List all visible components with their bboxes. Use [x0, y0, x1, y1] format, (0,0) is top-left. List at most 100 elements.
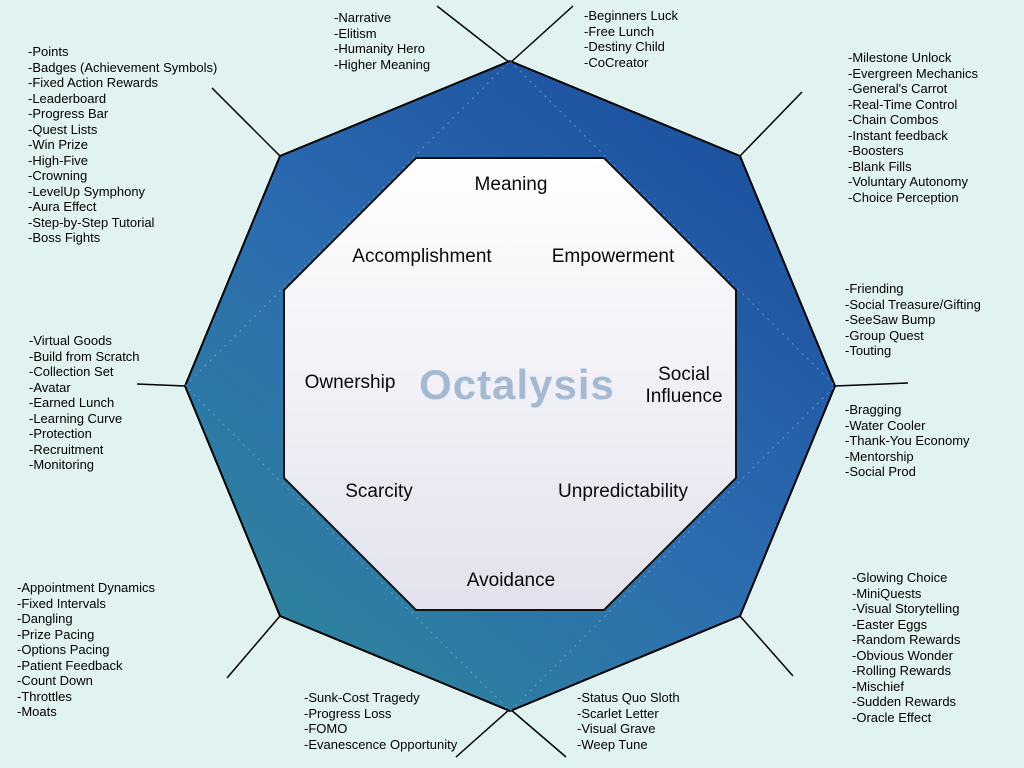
list-item: -Social Treasure/Gifting	[845, 296, 981, 312]
list-item: -Mentorship	[845, 448, 914, 464]
list-item: -Win Prize	[28, 137, 88, 152]
list-item: -Badges (Achievement Symbols)	[28, 59, 218, 75]
list-item: -Milestone Unlock	[848, 50, 952, 65]
list-item: -Step-by-Step Tutorial	[28, 214, 155, 230]
mechanics-list-unpredictability: -Glowing Choice-MiniQuests-Visual Storyt…	[852, 570, 960, 725]
list-item: -Rolling Rewards	[852, 663, 951, 678]
diagram-title: Octalysis	[419, 361, 615, 408]
list-item: -Oracle Effect	[852, 709, 932, 725]
mechanics-list-avoidance-right: -Status Quo Sloth-Scarlet Letter-Visual …	[577, 690, 680, 752]
list-item: -FOMO	[304, 721, 348, 736]
inner-octagon	[283, 157, 737, 611]
list-item: -Aura Effect	[28, 199, 97, 214]
connector-line	[509, 708, 567, 758]
connector-line	[211, 87, 281, 157]
list-item: -Free Lunch	[584, 23, 655, 39]
list-item: -Recruitment	[29, 441, 104, 457]
list-item: -Higher Meaning	[334, 56, 431, 72]
drive-label-meaning: Meaning	[474, 174, 548, 195]
list-item: -Points	[28, 44, 69, 59]
drive-label-avoidance: Avoidance	[466, 570, 556, 591]
connector-line	[455, 708, 511, 758]
list-item: -Random Rewards	[852, 632, 961, 647]
list-item: -Leaderboard	[28, 90, 107, 106]
list-item: -Beginners Luck	[584, 8, 678, 23]
list-item: -Visual Grave	[577, 721, 656, 736]
list-item: -Count Down	[17, 673, 93, 688]
drive-label-accomplishment: Accomplishment	[352, 246, 492, 267]
connector-lines	[136, 5, 909, 758]
list-item: -Avatar	[29, 379, 71, 395]
list-item: -Evergreen Mechanics	[848, 65, 979, 81]
list-item: -Glowing Choice	[852, 570, 948, 585]
list-item: -Instant feedback	[848, 127, 948, 143]
list-item: -Monitoring	[29, 457, 95, 472]
drive-label-unpredictability: Unpredictability	[558, 481, 688, 502]
connector-line	[509, 5, 574, 64]
list-item: -Bragging	[845, 402, 902, 417]
list-item: -Blank Fills	[848, 158, 912, 174]
list-item: -Water Cooler	[845, 417, 926, 433]
list-item: -Fixed Intervals	[17, 595, 106, 611]
drive-label-scarcity: Scarcity	[345, 481, 413, 502]
list-item: -Friending	[845, 281, 904, 296]
list-item: -Evanescence Opportunity	[304, 736, 458, 752]
list-item: -Learning Curve	[29, 410, 123, 426]
list-item: -High-Five	[28, 152, 88, 168]
list-item: -Touting	[845, 343, 892, 358]
list-item: -Boss Fights	[28, 230, 101, 245]
list-item: -Weep Tune	[577, 736, 648, 752]
list-item: -LevelUp Symphony	[28, 183, 146, 199]
list-item: -Moats	[17, 704, 57, 719]
list-item: -Sudden Rewards	[852, 694, 957, 709]
list-item: -Status Quo Sloth	[577, 690, 680, 705]
drive-label-ownership: Ownership	[304, 372, 396, 393]
mechanics-list-ownership: -Virtual Goods-Build from Scratch-Collec…	[29, 333, 140, 473]
list-item: -Mischief	[852, 678, 905, 694]
list-item: -Voluntary Autonomy	[848, 174, 968, 189]
list-item: -Visual Storytelling	[852, 601, 960, 616]
list-item: -Collection Set	[29, 364, 114, 379]
list-item: -Real-Time Control	[848, 96, 958, 112]
list-item: -Protection	[29, 426, 92, 441]
list-item: -Social Prod	[845, 464, 916, 479]
list-item: -Humanity Hero	[334, 41, 426, 56]
mechanics-list-accomplishment: -Points-Badges (Achievement Symbols)-Fix…	[28, 44, 217, 246]
list-item: -Scarlet Letter	[577, 705, 659, 721]
mechanics-list-empowerment: -Milestone Unlock-Evergreen Mechanics-Ge…	[848, 50, 978, 205]
list-item: -Earned Lunch	[29, 395, 115, 410]
connector-line	[226, 615, 281, 679]
list-item: -Sunk-Cost Tragedy	[304, 690, 420, 705]
list-item: -Group Quest	[845, 327, 924, 343]
list-item: -Prize Pacing	[17, 626, 95, 642]
connector-line	[739, 91, 803, 157]
connector-line	[436, 5, 511, 64]
list-item: -Progress Bar	[28, 106, 109, 121]
drive-label-social-influence: Social Influence	[645, 364, 723, 407]
mechanics-list-social-upper: -Friending-Social Treasure/Gifting-SeeSa…	[845, 281, 981, 359]
list-item: -Elitism	[334, 25, 377, 41]
mechanics-list-social-lower: -Bragging-Water Cooler-Thank-You Economy…	[845, 402, 970, 480]
list-item: -Dangling	[17, 611, 73, 626]
list-item: -Fixed Action Rewards	[28, 75, 159, 90]
list-item: -Progress Loss	[304, 705, 392, 721]
list-item: -MiniQuests	[852, 585, 922, 601]
list-item: -Thank-You Economy	[845, 433, 970, 448]
mechanics-list-scarcity: -Appointment Dynamics-Fixed Intervals-Da…	[17, 580, 155, 720]
connector-line	[834, 382, 909, 387]
list-item: -General's Carrot	[848, 81, 948, 96]
list-item: -Appointment Dynamics	[17, 580, 155, 595]
list-item: -Chain Combos	[848, 112, 939, 127]
list-item: -Crowning	[28, 168, 88, 183]
mechanics-list-avoidance-left: -Sunk-Cost Tragedy-Progress Loss-FOMO-Ev…	[304, 690, 457, 752]
list-item: -Quest Lists	[28, 121, 98, 137]
mechanics-list-meaning-right: -Beginners Luck-Free Lunch-Destiny Child…	[584, 8, 678, 70]
drive-label-empowerment: Empowerment	[551, 246, 675, 267]
list-item: -Patient Feedback	[17, 657, 123, 673]
list-item: -Boosters	[848, 143, 904, 158]
connector-line	[739, 615, 794, 677]
list-item: -Virtual Goods	[29, 333, 112, 348]
list-item: -Narrative	[334, 10, 392, 25]
